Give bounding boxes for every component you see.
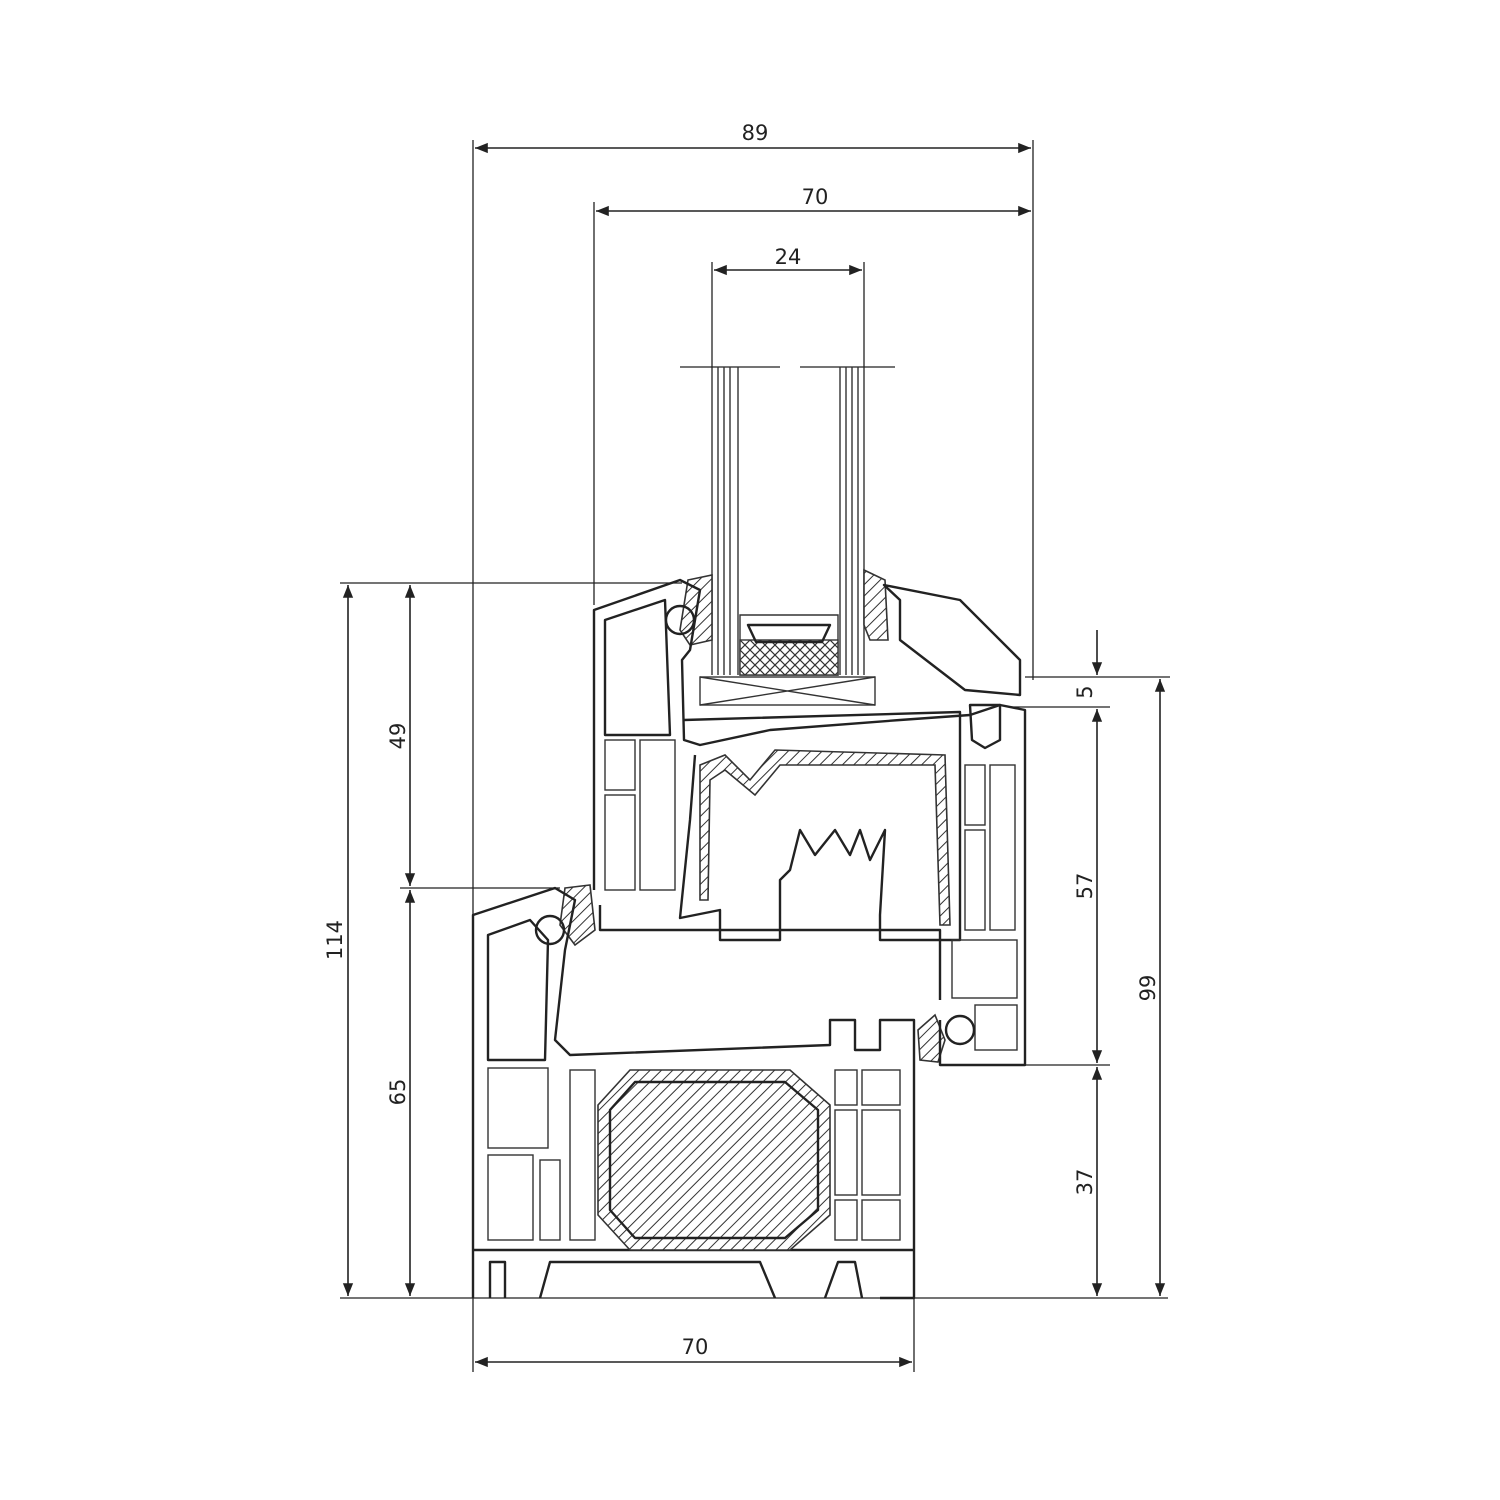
dim-frame-height: 65: [386, 1079, 410, 1106]
dim-glazing-gap: 5: [1073, 685, 1097, 698]
dim-sash-width: 70: [802, 185, 829, 209]
dim-frame-visible-height: 37: [1073, 1169, 1097, 1196]
dim-total-height: 114: [323, 920, 347, 960]
frame-profile: [471, 886, 942, 1300]
dim-frame-width: 70: [682, 1335, 709, 1359]
dim-sash-height: 49: [386, 723, 410, 750]
dimension-lines: [342, 142, 1166, 1368]
dim-sash-visible-height: 57: [1073, 873, 1097, 900]
sash-profile: [592, 578, 1027, 1067]
dim-right-total-height: 99: [1136, 975, 1160, 1002]
dim-overall-width: 89: [742, 121, 769, 145]
dim-glazing-thickness: 24: [775, 245, 802, 269]
glazing-unit: [680, 366, 895, 706]
